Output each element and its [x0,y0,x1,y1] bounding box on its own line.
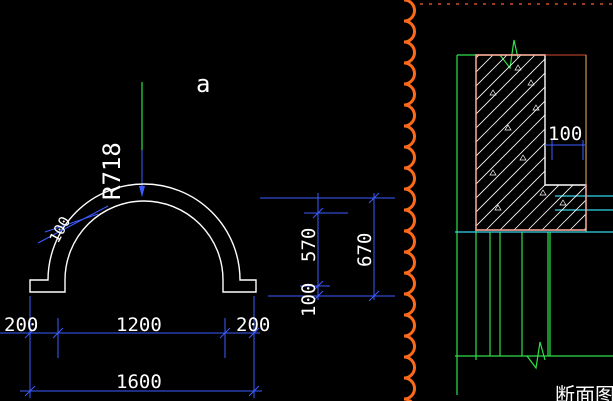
wall-section [420,3,613,395]
dim-200-left: 200 [4,314,38,336]
arch-outline [29,183,257,293]
vertical-dimensions [260,192,395,302]
radius-leader: 100 [37,205,109,246]
radius-label: R718 [98,142,126,200]
label-a: a [196,70,210,98]
break-line [403,0,416,401]
arch-center-arrowhead [139,186,145,197]
dim-1600: 1600 [116,371,162,393]
dimension-chain-top [0,296,260,398]
dim-200-right: 200 [236,314,270,336]
dim-100-section: 100 [548,123,582,145]
dim-1200: 1200 [116,314,162,336]
dim-670: 670 [354,233,376,267]
dimension-overall [20,385,262,397]
section-caption-partial: 断面图 [555,383,613,401]
dim-570: 570 [298,228,320,262]
dim-100-vertical: 100 [298,283,320,317]
arch-profile [29,82,257,293]
